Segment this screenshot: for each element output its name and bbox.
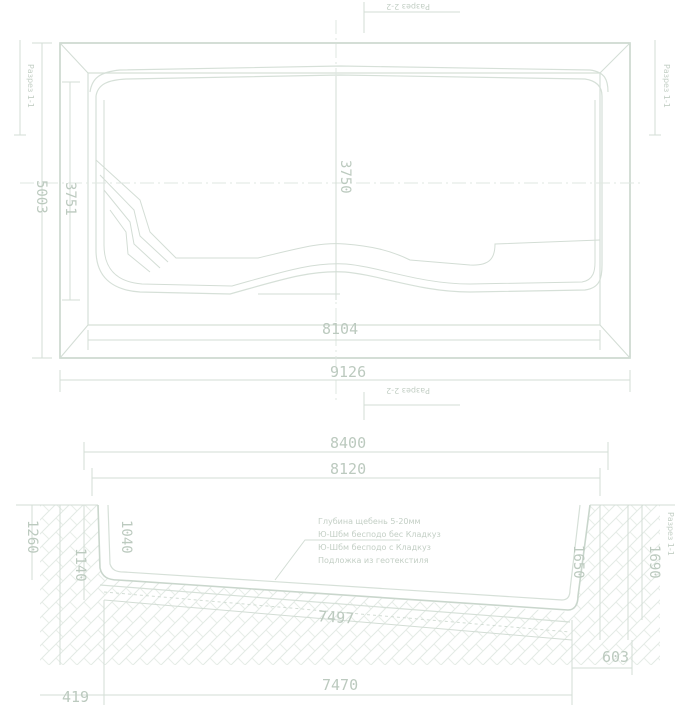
section-view: 8400 8120 Глубина щебень 5-20мм Ю-Шбм бе… — [16, 434, 675, 706]
note-line-3: Ю-Шбм бесподо с Кладкуз — [318, 543, 431, 552]
dim-right-depth: 1690 — [646, 545, 662, 579]
pool-outline — [95, 96, 603, 295]
dim-left-bottom: 1140 — [72, 548, 88, 582]
section-2-top-label: Разрез 2-2 — [386, 2, 430, 11]
note-line-1: Глубина щебень 5-20мм — [318, 517, 421, 526]
dim-right-label: Разрез 1-1 — [666, 512, 675, 556]
pool-shell — [97, 504, 591, 611]
plan-outer-edge — [59, 42, 631, 359]
dim-bottom-left: 419 — [62, 688, 89, 706]
dim-bottom-right: 603 — [602, 648, 629, 666]
dim-pool-width: 3750 — [337, 160, 353, 194]
dim-right-inner: 1650 — [570, 545, 586, 579]
dim-top-outer: 8400 — [330, 434, 366, 452]
note-line-4: Подложка из геотекстиля — [318, 556, 429, 565]
section-2-bottom-label: Разрез 2-2 — [386, 386, 430, 395]
dim-slope: 7497 — [318, 607, 355, 627]
plan-view: Разрез 1-1 Разрез 1-1 Разрез 2-2 Разрез … — [14, 2, 671, 420]
plan-inner-edge — [87, 72, 601, 326]
section-1-left-label: Разрез 1-1 — [26, 64, 35, 108]
dim-left-depth: 1040 — [118, 520, 134, 554]
dim-top-inner: 8120 — [330, 460, 366, 478]
section-1-right-label: Разрез 1-1 — [662, 64, 671, 108]
dim-inner-width: 3751 — [62, 182, 78, 216]
dim-total-width: 5003 — [33, 180, 49, 214]
dim-left-outer: 1260 — [24, 520, 40, 554]
dim-bottom-length: 7470 — [322, 676, 358, 694]
dim-total-length: 9126 — [330, 363, 366, 381]
ground-fill — [40, 505, 660, 665]
note-line-2: Ю-Шбм бесподо бес Кладкуз — [318, 530, 441, 539]
dim-inner-length: 8104 — [322, 320, 358, 338]
